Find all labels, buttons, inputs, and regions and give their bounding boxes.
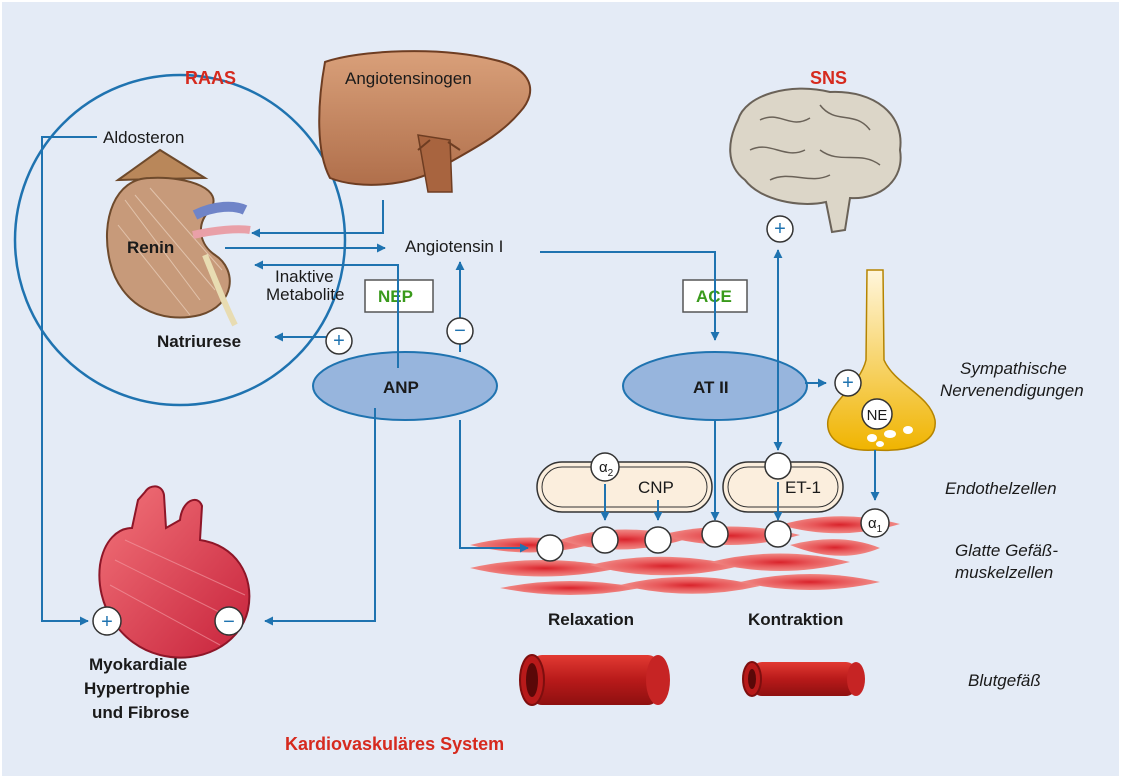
- sign-plus-sympathetic: +: [834, 369, 862, 397]
- svg-text:AT II: AT II: [693, 378, 729, 397]
- flow-arrows: [41, 136, 880, 626]
- cardio-title: Kardiovaskuläres System: [285, 734, 504, 754]
- svg-text:α1: α1: [868, 515, 883, 535]
- relaxation-label: Relaxation: [548, 610, 634, 629]
- sign-plus-natriurese: +: [325, 327, 353, 355]
- svg-text:CNP: CNP: [638, 478, 674, 497]
- receptor-et1: [764, 452, 792, 480]
- brain-icon: [729, 87, 902, 234]
- sns-title: SNS: [810, 68, 847, 88]
- renin-label: Renin: [127, 238, 174, 257]
- svg-text:−: −: [454, 320, 466, 342]
- receptor-alpha2: α2: [590, 452, 620, 482]
- svg-text:ANP: ANP: [383, 378, 419, 397]
- glatte-label-1: Glatte Gefäß-: [955, 541, 1058, 560]
- angiotensinogen-label: Angiotensinogen: [345, 69, 472, 88]
- sympath-label-2: Nervenendigungen: [940, 381, 1084, 400]
- kontraktion-label: Kontraktion: [748, 610, 843, 629]
- svg-text:α2: α2: [599, 459, 614, 479]
- at2-ellipse: AT II: [622, 351, 808, 421]
- svg-text:ET-1: ET-1: [785, 478, 821, 497]
- aldosteron-label: Aldosteron: [103, 128, 184, 147]
- liver-icon: [318, 50, 532, 193]
- blood-vessel-contracted-icon: [742, 661, 865, 697]
- natriurese-label: Natriurese: [157, 332, 241, 351]
- svg-text:+: +: [101, 611, 113, 633]
- svg-text:NEP: NEP: [378, 287, 413, 306]
- svg-text:+: +: [333, 330, 345, 352]
- inaktive-label-2: Metabolite: [266, 285, 344, 304]
- svg-text:+: +: [842, 372, 854, 394]
- myo-label-1: Myokardiale: [89, 655, 187, 674]
- sign-plus-brain: +: [766, 215, 794, 243]
- endothel-label: Endothelzellen: [945, 479, 1057, 498]
- sympath-label-1: Sympathische: [960, 359, 1067, 378]
- myo-label-2: Hypertrophie: [84, 679, 190, 698]
- anp-ellipse: ANP: [312, 351, 498, 421]
- receptor-alpha1: α1: [860, 508, 890, 538]
- muscle-receptors: [536, 520, 792, 562]
- blutgefaess-label: Blutgefäß: [968, 671, 1041, 690]
- nerve-ending-icon: [827, 269, 936, 452]
- raas-title: RAAS: [185, 68, 236, 88]
- svg-text:NE: NE: [867, 407, 888, 424]
- glatte-label-2: muskelzellen: [955, 563, 1053, 582]
- svg-text:+: +: [774, 218, 786, 240]
- myo-label-3: und Fibrose: [92, 703, 189, 722]
- kidney-icon: [106, 148, 251, 327]
- angiotensin1-label: Angiotensin I: [405, 237, 503, 256]
- blood-vessel-icon: [519, 654, 670, 706]
- svg-text:ACE: ACE: [696, 287, 732, 306]
- sign-minus-angiotensin: −: [446, 317, 474, 345]
- sign-plus-heart: +: [92, 606, 122, 636]
- raas-circle: [13, 73, 347, 407]
- endothel-cell-cnp: CNP: [536, 461, 713, 513]
- sign-minus-heart: −: [214, 606, 244, 636]
- svg-text:−: −: [223, 611, 235, 633]
- inaktive-label-1: Inaktive: [275, 267, 334, 286]
- heart-icon: [98, 485, 251, 659]
- ne-vesicle: NE: [861, 398, 893, 430]
